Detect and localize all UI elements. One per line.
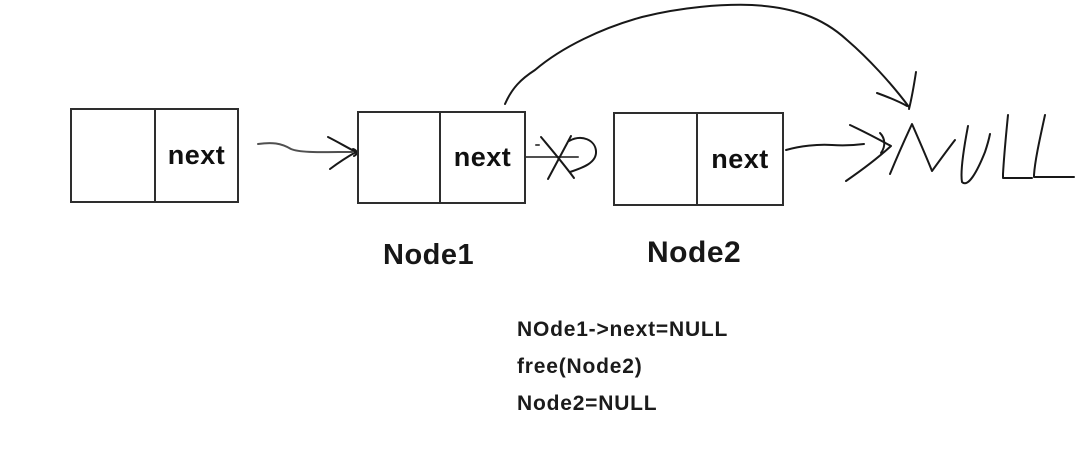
node1-next-cell: next	[441, 113, 524, 202]
next-pointer-label: next	[167, 140, 226, 170]
node-box-node2: next	[613, 112, 784, 206]
head-next-cell: next	[156, 110, 237, 201]
arrow-head-to-node1	[257, 136, 358, 170]
code-annotation: NOde1->next=NULL free(Node2) Node2=NULL	[517, 311, 728, 422]
arrowhead	[845, 124, 892, 182]
node-box-node1: next	[357, 111, 526, 204]
arrow-node2-to-null	[785, 124, 892, 182]
code-line-3: Node2=NULL	[517, 392, 658, 415]
node1-data-cell	[359, 113, 441, 202]
node1-label: Node1	[383, 239, 475, 271]
node2-data-cell	[615, 114, 698, 204]
node2-next-cell: next	[698, 114, 782, 204]
arrowhead	[568, 137, 597, 173]
arrow-node1-to-node2-crossed	[525, 135, 597, 180]
next-pointer-label: next	[453, 142, 512, 172]
next-pointer-label: next	[711, 143, 769, 174]
code-line-1: NOde1->next=NULL	[517, 318, 729, 341]
code-line-2: free(Node2)	[517, 355, 643, 378]
cross-out-stroke	[540, 136, 575, 179]
head-data-cell	[72, 110, 156, 201]
null-handwritten-text	[889, 114, 1075, 185]
cross-out-stroke	[547, 135, 572, 180]
node-box-head: next	[70, 108, 239, 203]
arrow-node1-next-to-null-curve	[504, 3, 917, 110]
node2-label: Node2	[647, 236, 742, 269]
